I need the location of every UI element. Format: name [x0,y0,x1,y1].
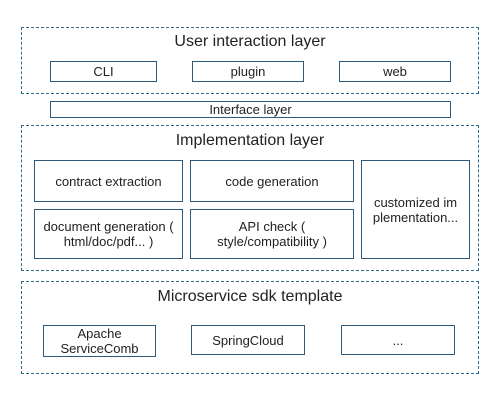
springcloud-label: SpringCloud [212,332,284,348]
cli-box: CLI [50,61,157,82]
apache-servicecomb-box: Apache ServiceComb [43,325,156,357]
implementation-layer: Implementation layer [21,125,479,271]
customized-implementation-label: customized implementation... [372,194,459,225]
ellipsis-box: ... [341,325,455,355]
microservice-sdk-template-layer: Microservice sdk template [21,281,479,374]
interface-layer-label: Interface layer [209,102,292,117]
springcloud-box: SpringCloud [191,325,305,355]
contract-extraction-label: contract extraction [55,173,162,189]
interface-layer-box: Interface layer [50,101,451,118]
api-check-box: API check ( style/compatibility ) [190,209,354,259]
web-label: web [383,64,407,79]
customized-implementation-box: customized implementation... [361,160,470,259]
code-generation-label: code generation [225,173,319,189]
plugin-label: plugin [230,64,266,79]
plugin-box: plugin [192,61,304,82]
document-generation-box: document generation ( html/doc/pdf... ) [34,209,183,259]
code-generation-box: code generation [190,160,354,202]
document-generation-label: document generation ( html/doc/pdf... ) [43,219,174,249]
microservice-sdk-template-title: Microservice sdk template [157,288,343,305]
ellipsis-label: ... [392,332,404,348]
contract-extraction-box: contract extraction [34,160,183,202]
user-interaction-layer: User interaction layer [21,27,479,94]
cli-label: CLI [93,64,114,79]
web-box: web [339,61,451,82]
apache-servicecomb-label: Apache ServiceComb [60,326,139,356]
api-check-label: API check ( style/compatibility ) [217,219,327,249]
implementation-layer-title: Implementation layer [175,132,325,149]
user-interaction-layer-title: User interaction layer [174,33,326,50]
